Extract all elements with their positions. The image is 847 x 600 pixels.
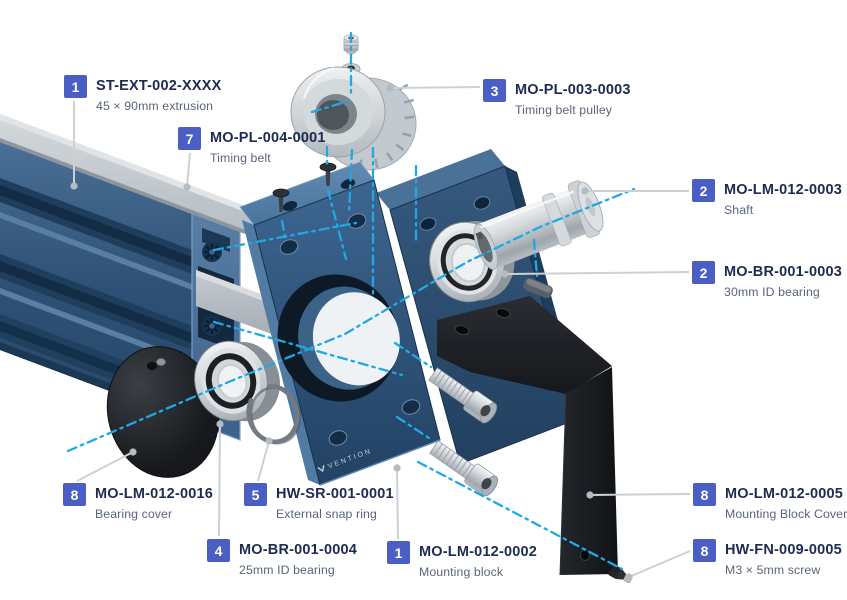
item-number-badge: 8 xyxy=(693,539,716,562)
part-description: 45 × 90mm extrusion xyxy=(96,99,214,113)
part-number: MO-LM-012-0003 xyxy=(724,182,843,198)
assembly-axis-lines xyxy=(66,31,636,571)
part-description: Timing belt xyxy=(210,151,271,165)
label-30mm-bearing: 2 MO-BR-001-0003 30mm ID bearing xyxy=(692,261,842,299)
timing-belt-pulley-graphic xyxy=(290,63,417,171)
part-number: MO-LM-012-0016 xyxy=(95,486,214,502)
part-description: 30mm ID bearing xyxy=(724,285,820,299)
item-number-badge: 1 xyxy=(64,75,87,98)
leader-lines xyxy=(70,84,691,581)
shaft-graphic xyxy=(473,180,604,270)
item-number-badge: 2 xyxy=(692,261,715,284)
label-timing-belt: 7 MO-PL-004-0001 Timing belt xyxy=(178,127,326,165)
vention-logo-mark xyxy=(317,465,325,473)
part-description: Bearing cover xyxy=(95,507,173,521)
item-number-badge: 1 xyxy=(387,541,410,564)
part-description: Mounting block xyxy=(419,565,504,579)
m3-screw-graphic xyxy=(608,564,633,584)
part-number: MO-PL-003-0003 xyxy=(515,82,631,98)
part-description: 25mm ID bearing xyxy=(239,563,335,577)
part-number: HW-SR-001-0001 xyxy=(276,486,394,502)
label-m3-screw: 8 HW-FN-009-0005 M3 × 5mm screw xyxy=(693,539,842,577)
label-25mm-bearing: 4 MO-BR-001-0004 25mm ID bearing xyxy=(207,539,357,577)
part-description: Timing belt pulley xyxy=(515,103,613,117)
flat-screw-graphic xyxy=(319,162,337,186)
item-number-badge: 4 xyxy=(207,539,230,562)
cap-screw-graphic xyxy=(429,440,499,497)
label-timing-belt-pulley: 3 MO-PL-003-0003 Timing belt pulley xyxy=(483,79,631,117)
item-number-badge: 8 xyxy=(63,483,86,506)
part-number: HW-FN-009-0005 xyxy=(725,542,842,558)
t-slot-starburst-icon xyxy=(202,316,222,336)
item-number-badge: 7 xyxy=(178,127,201,150)
bearing-cover-graphic xyxy=(106,346,220,478)
item-number-badge: 5 xyxy=(244,483,267,506)
item-number-badge: 3 xyxy=(483,79,506,102)
item-number-badge: 8 xyxy=(693,483,716,506)
part-number: MO-BR-001-0004 xyxy=(239,542,358,558)
part-description: M3 × 5mm screw xyxy=(725,563,821,577)
part-number: MO-LM-012-0005 xyxy=(725,486,844,502)
label-bearing-cover: 8 MO-LM-012-0016 Bearing cover xyxy=(63,483,213,521)
part-description: Mounting Block Cover xyxy=(725,507,847,521)
label-mounting-block: 1 MO-LM-012-0002 Mounting block xyxy=(387,541,537,579)
label-extrusion: 1 ST-EXT-002-XXXX 45 × 90mm extrusion xyxy=(64,75,222,113)
part-number: MO-PL-004-0001 xyxy=(210,130,326,146)
flat-screw-graphic xyxy=(272,188,290,212)
cap-screw-graphic xyxy=(428,367,498,424)
label-snap-ring: 5 HW-SR-001-0001 External snap ring xyxy=(244,483,394,521)
bearing-30mm-graphic xyxy=(429,221,515,303)
part-number: ST-EXT-002-XXXX xyxy=(96,78,222,94)
snap-ring-graphic xyxy=(246,383,301,445)
part-number: MO-LM-012-0002 xyxy=(419,544,538,560)
label-mounting-block-cover: 8 MO-LM-012-0005 Mounting Block Cover xyxy=(693,483,847,521)
mounting-block-cover-graphic xyxy=(437,296,618,576)
label-shaft: 2 MO-LM-012-0003 Shaft xyxy=(692,179,842,217)
part-description: Shaft xyxy=(724,203,754,217)
key-graphic xyxy=(523,277,553,299)
part-number: MO-BR-001-0003 xyxy=(724,264,843,280)
item-number-badge: 2 xyxy=(692,179,715,202)
part-description: External snap ring xyxy=(276,507,377,521)
